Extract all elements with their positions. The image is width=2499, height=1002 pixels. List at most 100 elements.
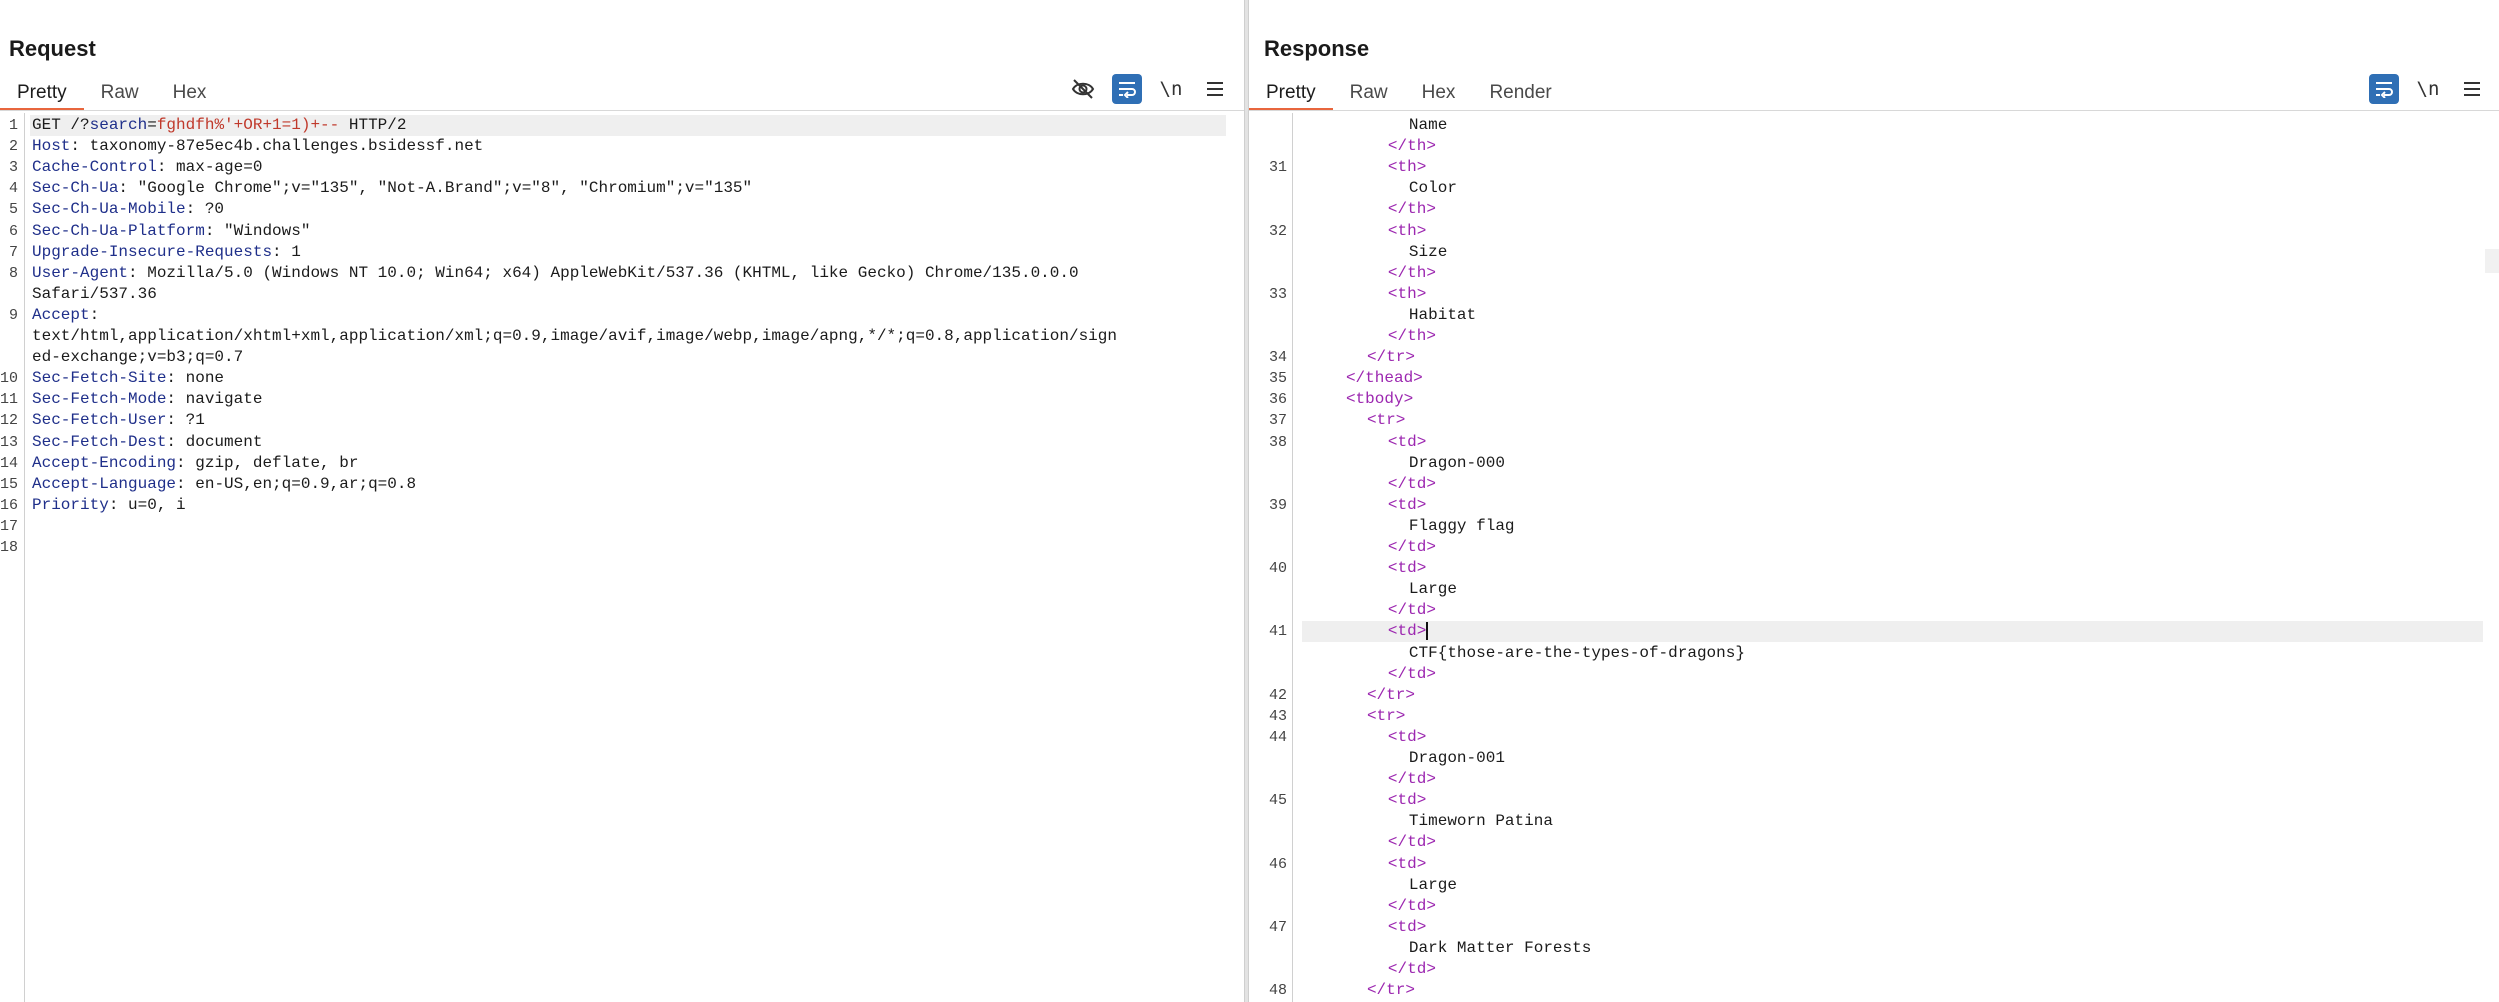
response-editor[interactable]: Name</th>31<th>Color</th>32<th>Size</th>… — [1249, 113, 2499, 1002]
code-token: <td> — [1387, 432, 1427, 451]
response-menu-button[interactable] — [2457, 74, 2487, 104]
code-token: : navigate — [166, 390, 263, 409]
code-line[interactable]: </td> — [1388, 959, 1436, 980]
line-number: 35 — [1268, 370, 1287, 388]
code-line[interactable]: <td> — [1388, 558, 1426, 579]
code-line[interactable]: CTF{those-are-the-types-of-dragons} — [1409, 643, 1745, 664]
line-number — [1249, 769, 1287, 790]
code-token: Accept — [32, 305, 90, 324]
code-line[interactable]: Dragon-001 — [1409, 748, 1505, 769]
code-line[interactable]: Sec-Fetch-User: ?1 — [32, 410, 205, 431]
code-line[interactable]: </th> — [1388, 136, 1436, 157]
code-line[interactable]: </td> — [1388, 537, 1436, 558]
line-number: 34 — [1268, 349, 1287, 367]
panel-splitter[interactable] — [1244, 0, 1249, 1002]
code-line[interactable]: Sec-Ch-Ua-Mobile: ?0 — [32, 199, 224, 220]
code-line[interactable]: Accept-Encoding: gzip, deflate, br — [32, 453, 358, 474]
code-token: : gzip, deflate, br — [176, 453, 359, 472]
code-line[interactable]: Cache-Control: max-age=0 — [32, 157, 262, 178]
code-line[interactable]: </tr> — [1367, 685, 1415, 706]
code-line[interactable]: Host: taxonomy-87e5ec4b.challenges.bside… — [32, 136, 483, 157]
code-line[interactable]: </td> — [1388, 769, 1436, 790]
code-line[interactable]: <th> — [1388, 157, 1426, 178]
response-tab-hex[interactable]: Hex — [1421, 82, 1456, 103]
code-line[interactable]: </th> — [1388, 326, 1436, 347]
code-line[interactable]: Color — [1409, 178, 1457, 199]
code-line[interactable]: <td> — [1388, 727, 1426, 748]
code-line[interactable]: <tr> — [1367, 410, 1405, 431]
response-tab-raw[interactable]: Raw — [1349, 82, 1388, 103]
request-tab-pretty[interactable]: Pretty — [0, 77, 84, 111]
code-line[interactable]: Sec-Fetch-Dest: document — [32, 432, 262, 453]
response-scrollbar-thumb[interactable] — [2485, 249, 2499, 273]
code-line[interactable]: </th> — [1388, 199, 1436, 220]
response-show-newlines-button[interactable]: \n — [2413, 74, 2443, 104]
code-line[interactable]: <th> — [1388, 284, 1426, 305]
code-line[interactable]: <td> — [1388, 854, 1426, 875]
response-tab-render[interactable]: Render — [1489, 82, 1552, 103]
code-line[interactable]: </thead> — [1346, 368, 1423, 389]
wrap-lines-button[interactable] — [1112, 74, 1142, 104]
code-token: </td> — [1387, 664, 1436, 683]
code-line[interactable]: </td> — [1388, 896, 1436, 917]
code-line[interactable]: <td> — [1388, 790, 1426, 811]
code-line[interactable]: Upgrade-Insecure-Requests: 1 — [32, 242, 301, 263]
code-line[interactable]: </tr> — [1367, 980, 1415, 1001]
code-line[interactable]: Size — [1409, 242, 1447, 263]
request-tab-raw[interactable]: Raw — [100, 82, 139, 103]
code-line[interactable]: <td> — [1388, 917, 1426, 938]
code-line[interactable]: Dragon-000 — [1409, 453, 1505, 474]
code-line[interactable]: Name — [1409, 115, 1447, 136]
current-line-highlight — [30, 115, 1226, 136]
code-token: fghdfh%'+OR+1=1)+-- — [156, 116, 340, 134]
response-wrap-lines-button[interactable] — [2369, 74, 2399, 104]
code-line[interactable]: <td> — [1388, 432, 1426, 453]
code-token: <th> — [1387, 284, 1427, 303]
code-line[interactable]: Sec-Fetch-Mode: navigate — [32, 389, 262, 410]
code-token: : ?0 — [185, 200, 225, 219]
code-line[interactable]: text/html,application/xhtml+xml,applicat… — [32, 326, 1117, 347]
response-tab-pretty[interactable]: Pretty — [1249, 77, 1333, 111]
wrap-lines-icon — [1119, 82, 1136, 98]
code-line[interactable]: Habitat — [1409, 305, 1476, 326]
code-line[interactable]: Accept-Language: en-US,en;q=0.9,ar;q=0.8 — [32, 474, 416, 495]
code-line[interactable]: </td> — [1388, 474, 1436, 495]
code-line[interactable]: GET /?search=fghdfh%'+OR+1=1)+-- HTTP/2 — [32, 115, 406, 136]
code-token: </tr> — [1366, 348, 1415, 367]
code-line[interactable]: Flaggy flag — [1409, 516, 1515, 537]
code-line[interactable]: </tr> — [1367, 347, 1415, 368]
code-line[interactable]: <th> — [1388, 221, 1426, 242]
request-menu-button[interactable] — [1200, 74, 1230, 104]
show-newlines-button[interactable]: \n — [1156, 74, 1186, 104]
code-line[interactable]: </th> — [1388, 263, 1436, 284]
request-tab-hex[interactable]: Hex — [172, 82, 207, 103]
code-line[interactable]: Dark Matter Forests — [1409, 938, 1591, 959]
code-token: <td> — [1387, 495, 1427, 514]
code-line[interactable]: Priority: u=0, i — [32, 495, 186, 516]
line-number: 32 — [1268, 222, 1287, 240]
code-line[interactable]: Large — [1409, 579, 1457, 600]
code-line[interactable]: ed-exchange;v=b3;q=0.7 — [32, 347, 243, 368]
code-line[interactable]: <tbody> — [1346, 389, 1413, 410]
code-line[interactable]: </td> — [1388, 600, 1436, 621]
code-line[interactable]: Accept: — [32, 305, 99, 326]
line-number: 17 — [0, 517, 19, 535]
code-line[interactable]: <tr> — [1367, 706, 1405, 727]
code-line[interactable]: Timeworn Patina — [1409, 811, 1553, 832]
line-number — [1249, 579, 1287, 600]
code-line[interactable]: Sec-Ch-Ua: "Google Chrome";v="135", "Not… — [32, 178, 752, 199]
menu-icon — [2464, 82, 2480, 96]
code-line[interactable]: </td> — [1388, 664, 1436, 685]
hide-nonprintable-button[interactable] — [1068, 74, 1098, 104]
code-line[interactable]: Sec-Ch-Ua-Platform: "Windows" — [32, 221, 310, 242]
code-line[interactable]: Safari/537.36 — [32, 284, 157, 305]
line-number: 38 — [1268, 433, 1287, 451]
code-line[interactable]: User-Agent: Mozilla/5.0 (Windows NT 10.0… — [32, 263, 1079, 284]
code-line[interactable]: Large — [1409, 875, 1457, 896]
code-line[interactable]: </td> — [1388, 832, 1436, 853]
code-token: Habitat — [1408, 305, 1477, 324]
code-line[interactable]: <td> — [1388, 495, 1426, 516]
code-line[interactable]: Sec-Fetch-Site: none — [32, 368, 224, 389]
code-line[interactable]: <td> — [1388, 621, 1429, 642]
